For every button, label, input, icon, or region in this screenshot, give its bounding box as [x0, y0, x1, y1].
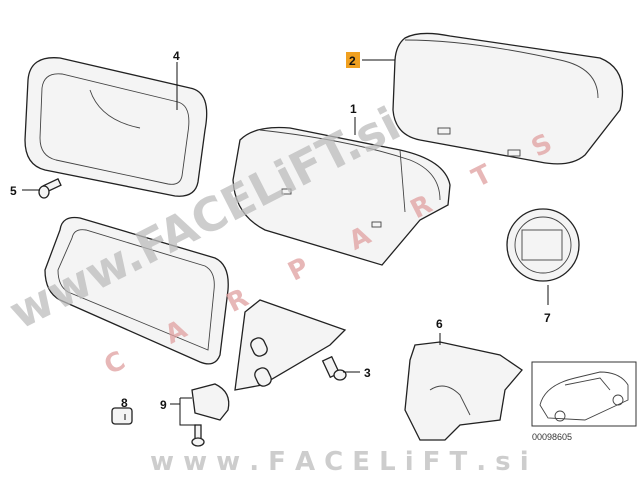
- label-7[interactable]: 7: [544, 311, 551, 325]
- vehicle-inset: 00098605: [531, 361, 637, 442]
- part-9-cover-and-screw[interactable]: [191, 383, 230, 447]
- part-8-clip[interactable]: [111, 407, 133, 425]
- label-6[interactable]: 6: [436, 317, 443, 331]
- inset-code: 00098605: [532, 432, 572, 442]
- part-1-mirror-housing[interactable]: [232, 126, 451, 266]
- part-3-screw[interactable]: [321, 355, 347, 381]
- watermark-bottom: w w w . F A C E L i F T . s i: [150, 447, 529, 477]
- mirror-assembly: [44, 216, 347, 391]
- label-1[interactable]: 1: [350, 102, 357, 116]
- label-5[interactable]: 5: [10, 184, 17, 198]
- label-2[interactable]: 2: [349, 54, 356, 68]
- label-3[interactable]: 3: [364, 366, 371, 380]
- part-5-screw[interactable]: [38, 178, 62, 199]
- label-8[interactable]: 8: [121, 396, 128, 410]
- label-4: 4: [173, 49, 180, 63]
- label-2-highlight: [346, 52, 360, 68]
- part-7-mirror-motor[interactable]: [506, 208, 580, 282]
- part-6-mirror-bracket[interactable]: [404, 341, 523, 441]
- label-9[interactable]: 9: [160, 398, 167, 412]
- leader-lines: [22, 59, 549, 426]
- part-2-mirror-cap[interactable]: [392, 32, 624, 165]
- part-4-mirror-frame[interactable]: [24, 57, 208, 197]
